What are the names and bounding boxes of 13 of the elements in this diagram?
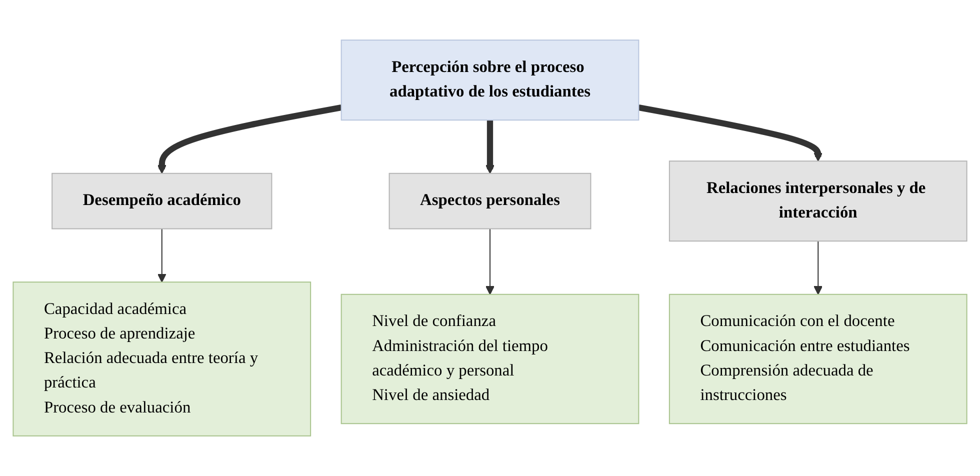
arrow [638,104,823,162]
arrow [157,104,342,174]
arrow [157,228,166,282]
node-box: Desempeño académico [52,172,272,230]
node-box: Nivel de confianza Administración del tiempo académico y personal Nivel de ansiedad [340,294,640,424]
arrow [486,228,494,295]
node-box: Percepción sobre el proceso adaptativo de los estudiantes [340,40,640,121]
node-box: Comunicación con el docente Comunicación entre estudiantes Comprensión adecuada de instrucciones [668,294,968,424]
arrow [486,120,494,174]
node-box: Relaciones interpersonales y de interacción [668,160,968,242]
node-box: Aspectos personales [388,172,592,230]
node-box: Capacidad académica Proceso de aprendizaje Relación adecuada entre teoría y práctica Proceso de evaluación [12,282,312,436]
arrow [814,241,823,295]
